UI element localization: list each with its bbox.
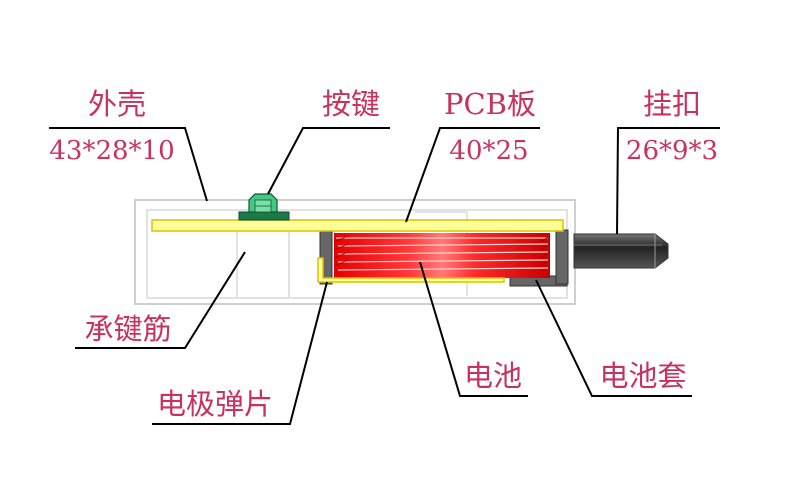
- leader-shell: [49, 127, 208, 202]
- leader-lines: [49, 127, 720, 425]
- battery: [333, 233, 551, 278]
- leader-key-rib: [75, 251, 246, 349]
- key-button: [238, 193, 290, 221]
- leader-battery: [419, 261, 528, 397]
- hook: [573, 233, 669, 269]
- electrode-spring: [317, 257, 505, 283]
- label-key-rib: 承键筋: [84, 312, 171, 346]
- label-pcb-size: 40*25: [449, 136, 528, 166]
- label-hook: 挂扣: [643, 87, 701, 121]
- leader-battery-sleeve: [535, 279, 692, 397]
- label-spring: 电极弹片: [157, 387, 273, 421]
- label-key: 按键: [322, 87, 380, 121]
- leader-spring: [152, 281, 328, 425]
- label-hook-size: 26*9*3: [626, 136, 718, 166]
- label-battery-sleeve: 电池套: [599, 359, 686, 393]
- label-shell-size: 43*28*10: [49, 136, 174, 166]
- pcb-board: [151, 219, 564, 232]
- label-pcb: PCB板: [444, 87, 536, 121]
- leader-key: [267, 127, 390, 195]
- leader-hook: [616, 127, 720, 235]
- leader-pcb: [405, 127, 540, 223]
- label-shell: 外壳: [88, 87, 146, 121]
- label-battery: 电池: [464, 359, 522, 393]
